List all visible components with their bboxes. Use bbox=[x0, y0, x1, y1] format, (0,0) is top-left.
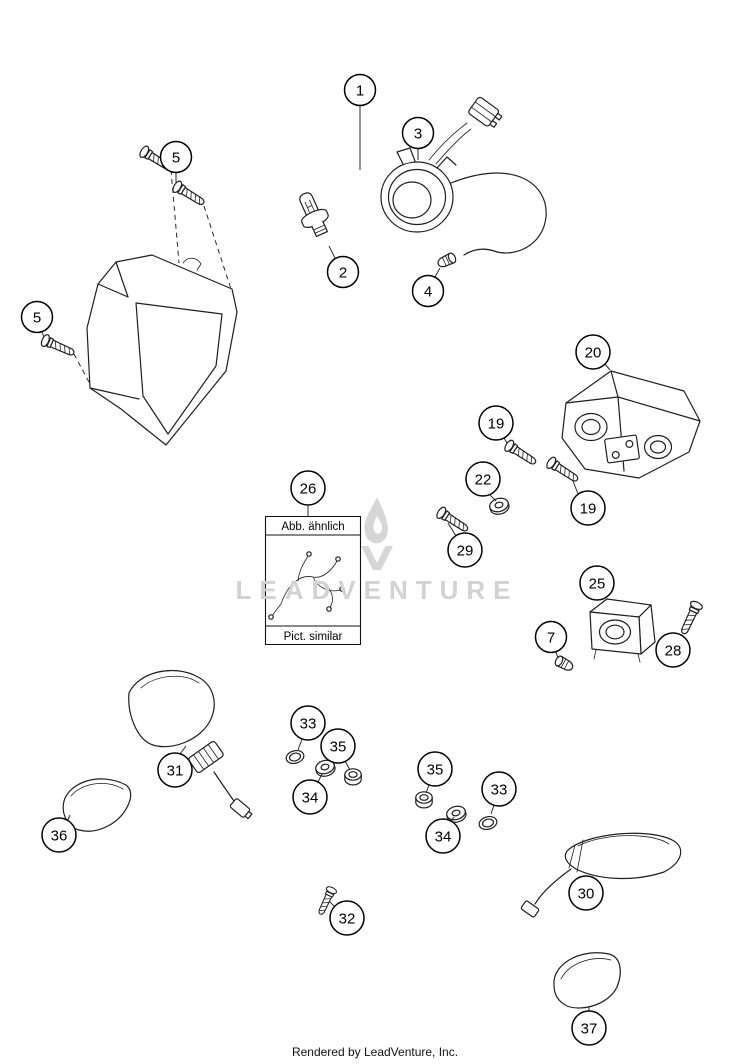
svg-text:36: 36 bbox=[51, 827, 68, 844]
screw-5b-drawing bbox=[170, 179, 208, 210]
svg-text:34: 34 bbox=[435, 828, 452, 845]
bulb-7-drawing bbox=[553, 654, 576, 674]
callout-1[interactable]: 1 bbox=[343, 73, 377, 107]
svg-text:35: 35 bbox=[330, 738, 347, 755]
pict-box-label-en: Pict. similar bbox=[284, 631, 343, 643]
callout-26[interactable]: 26 bbox=[290, 470, 326, 506]
svg-text:7: 7 bbox=[547, 629, 555, 646]
callout-31[interactable]: 31 bbox=[157, 752, 193, 788]
svg-text:28: 28 bbox=[665, 642, 682, 659]
pict-similar-box: Abb. ähnlich Pict. similar bbox=[264, 515, 362, 646]
callout-19-upper[interactable]: 19 bbox=[478, 405, 514, 441]
footer-credit: Rendered by LeadVenture, Inc. bbox=[291, 1045, 459, 1059]
callout-33-right[interactable]: 33 bbox=[481, 771, 517, 807]
callout-2[interactable]: 2 bbox=[326, 255, 360, 289]
watermark: LEADVENTURE bbox=[235, 497, 518, 605]
svg-text:33: 33 bbox=[300, 715, 317, 732]
callout-34-left[interactable]: 34 bbox=[292, 779, 328, 815]
headlight-connector-drawing bbox=[468, 96, 503, 128]
svg-text:19: 19 bbox=[488, 415, 505, 432]
wiring-harness-drawing bbox=[268, 551, 345, 620]
callout-5-left[interactable]: 5 bbox=[20, 300, 54, 334]
callout-32[interactable]: 32 bbox=[329, 900, 365, 936]
svg-text:25: 25 bbox=[589, 575, 606, 592]
headlight-unit-drawing bbox=[380, 122, 472, 233]
callout-29[interactable]: 29 bbox=[447, 532, 483, 568]
callout-28[interactable]: 28 bbox=[655, 632, 691, 668]
callout-37[interactable]: 37 bbox=[571, 1010, 607, 1046]
rear-indicator-drawing bbox=[520, 832, 682, 918]
callout-30[interactable]: 30 bbox=[568, 875, 604, 911]
callout-22[interactable]: 22 bbox=[465, 461, 501, 497]
callout-5-top[interactable]: 5 bbox=[159, 140, 193, 174]
indicator-cover-36-drawing bbox=[62, 778, 132, 832]
screw-19a-drawing bbox=[502, 438, 540, 469]
bulb-4-drawing bbox=[435, 251, 458, 270]
callout-33-left[interactable]: 33 bbox=[290, 705, 326, 741]
screw-28-drawing bbox=[676, 599, 705, 637]
svg-text:22: 22 bbox=[475, 471, 492, 488]
svg-text:37: 37 bbox=[581, 1020, 598, 1037]
svg-text:34: 34 bbox=[302, 789, 319, 806]
headlight-cable-drawing bbox=[450, 172, 547, 256]
callout-35-left[interactable]: 35 bbox=[320, 728, 356, 764]
callout-19-lower[interactable]: 19 bbox=[570, 490, 606, 526]
callout-4[interactable]: 4 bbox=[411, 274, 445, 308]
pict-box-label-de: Abb. ähnlich bbox=[281, 521, 344, 533]
ring-33-left-drawing bbox=[284, 748, 306, 766]
indicator-cover-37-drawing bbox=[553, 952, 621, 1009]
screw-5c-drawing bbox=[39, 332, 77, 360]
svg-text:5: 5 bbox=[172, 149, 180, 166]
svg-text:35: 35 bbox=[427, 761, 444, 778]
ring-33-right-drawing bbox=[477, 814, 499, 832]
watermark-text: LEADVENTURE bbox=[235, 575, 518, 605]
front-indicator-drawing bbox=[128, 669, 253, 820]
callout-20[interactable]: 20 bbox=[575, 334, 611, 370]
callout-3[interactable]: 3 bbox=[401, 116, 435, 150]
callout-35-right[interactable]: 35 bbox=[417, 751, 453, 787]
svg-text:5: 5 bbox=[33, 309, 41, 326]
taillight-drawing bbox=[561, 370, 701, 479]
nut-35-right-drawing bbox=[415, 791, 433, 809]
callout-7[interactable]: 7 bbox=[534, 620, 568, 654]
svg-text:30: 30 bbox=[578, 885, 595, 902]
plate-light-drawing bbox=[589, 598, 656, 663]
svg-text:2: 2 bbox=[339, 264, 347, 281]
svg-text:19: 19 bbox=[580, 500, 597, 517]
svg-text:31: 31 bbox=[167, 762, 184, 779]
svg-text:1: 1 bbox=[356, 82, 364, 99]
svg-text:29: 29 bbox=[457, 542, 474, 559]
h4-bulb-drawing bbox=[299, 192, 329, 238]
leadventure-logo-icon bbox=[361, 497, 393, 570]
callout-25[interactable]: 25 bbox=[579, 565, 615, 601]
svg-text:33: 33 bbox=[491, 781, 508, 798]
headlight-mask-drawing bbox=[86, 254, 238, 446]
callout-34-right[interactable]: 34 bbox=[425, 818, 461, 854]
washer-22-drawing bbox=[487, 495, 512, 517]
svg-text:20: 20 bbox=[585, 344, 602, 361]
svg-text:3: 3 bbox=[414, 125, 422, 142]
leader-lines bbox=[41, 106, 683, 1011]
nut-35-left-drawing bbox=[344, 768, 362, 786]
svg-text:4: 4 bbox=[424, 283, 432, 300]
svg-text:26: 26 bbox=[300, 480, 317, 497]
svg-text:32: 32 bbox=[339, 910, 356, 927]
screw-19b-drawing bbox=[544, 455, 582, 486]
callouts: 1 3 5 2 4 5 20 19 22 26 19 29 25 7 28 33… bbox=[20, 73, 691, 1046]
callout-36[interactable]: 36 bbox=[41, 817, 77, 853]
